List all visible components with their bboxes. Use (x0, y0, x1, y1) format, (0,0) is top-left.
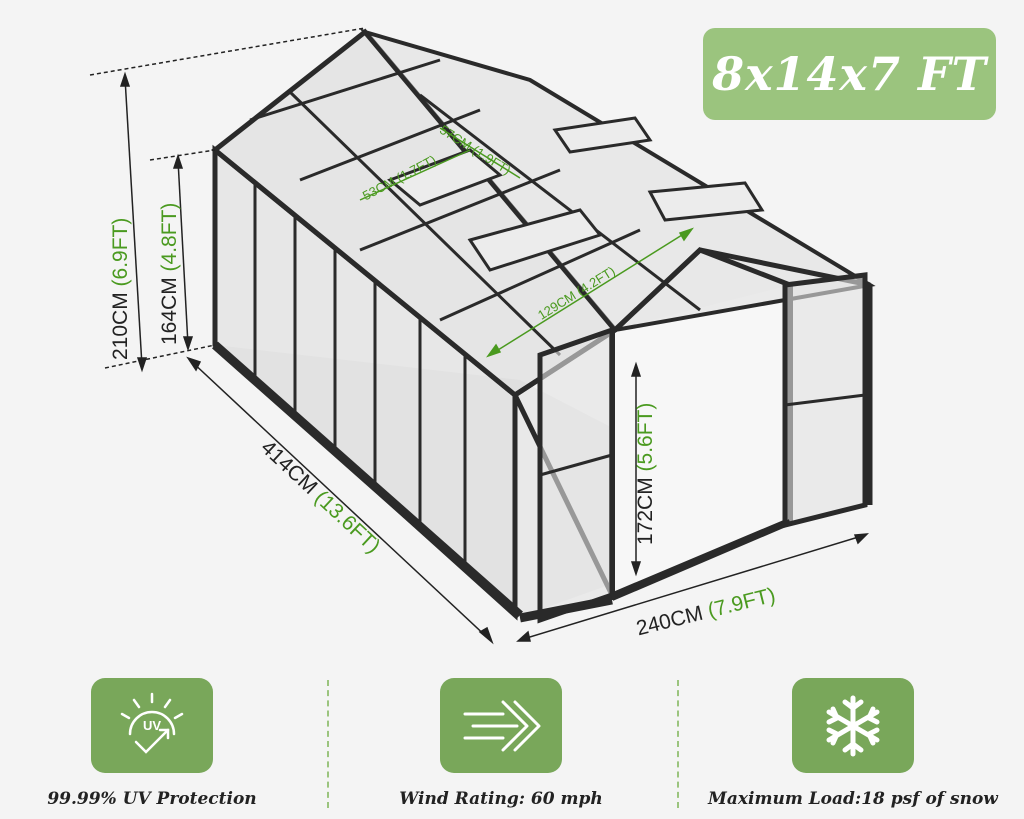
feature-snow-label: Maximum Load:18 psf of snow (708, 789, 998, 809)
total-height-label: 210CM (6.9FT) (109, 217, 132, 360)
uv-icon-text: UV (143, 718, 161, 733)
feature-wind-label: Wind Rating: 60 mph (399, 789, 603, 809)
feature-uv: UV 99.99% UV Protection (2, 678, 302, 809)
feature-snow: Maximum Load:18 psf of snow (703, 678, 1003, 809)
feature-uv-label: 99.99% UV Protection (47, 789, 257, 809)
feature-divider-1 (327, 680, 329, 808)
snowflake-icon (792, 678, 914, 773)
size-badge: 8x14x7 FT (703, 28, 996, 120)
greenhouse-illustration: 8x14x7 FT 210CM (6.9FT) 164CM (4.8FT) 41… (89, 27, 996, 645)
wind-icon (440, 678, 562, 773)
size-badge-text: 8x14x7 FT (712, 47, 987, 101)
greenhouse-drawing (89, 27, 876, 645)
feature-divider-2 (677, 680, 679, 808)
feature-row: UV 99.99% UV Protection Wind Rating: 60 … (0, 668, 1024, 819)
side-height-label: 164CM (4.8FT) (158, 202, 181, 345)
feature-wind: Wind Rating: 60 mph (351, 678, 651, 809)
uv-protection-icon: UV (91, 678, 213, 773)
door-height-label: 172CM (5.6FT) (634, 402, 657, 545)
